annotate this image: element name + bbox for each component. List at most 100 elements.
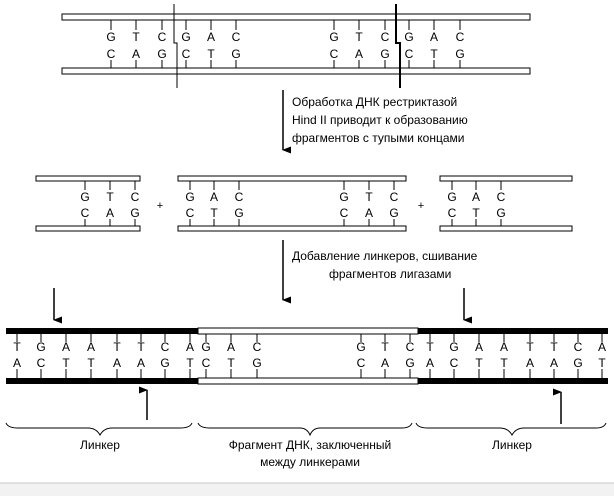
fragment-left-bottom-base-2: G: [252, 356, 261, 370]
frag2a-bottom-base-2: G: [234, 206, 243, 220]
linker-left-top-strand: [6, 328, 198, 334]
frag1-top-strand: [35, 175, 141, 182]
frag1-bottom-base-2: G: [130, 206, 139, 220]
row1-site1-top-base-5: C: [232, 30, 241, 44]
bottom-panel: [0, 483, 614, 496]
linker2-top-base-6: C: [574, 340, 583, 354]
frag1-top-base-1: T: [106, 190, 114, 204]
linker1-top-base-3: A: [87, 340, 95, 354]
step2-caption-line2: фрагментов лигазами: [329, 267, 452, 281]
row1-site1-top-base-2: C: [158, 30, 167, 44]
plus-sign-2: +: [418, 200, 424, 212]
linker1-top-base-6: C: [161, 340, 170, 354]
linker2-top-base-3: A: [500, 340, 508, 354]
frag1-top-base-0: G: [80, 190, 89, 204]
frag3-top-base-0: G: [447, 190, 456, 204]
row1-site2-top-base-3: G: [404, 30, 413, 44]
frag2-top-strand: [177, 175, 407, 182]
linker2-bottom-base-1: C: [450, 356, 459, 370]
frag2b-top-base-0: G: [339, 190, 348, 204]
row1-site2-top-base-1: T: [355, 30, 363, 44]
row1-site1-bottom-base-2: G: [157, 47, 166, 61]
fragment-left-bottom-base-1: T: [227, 356, 235, 370]
step1-caption: Обработка ДНК рестриктазой Hind II приво…: [292, 93, 468, 147]
frag3-top-base-2: C: [497, 190, 506, 204]
frag3-bottom-strand: [439, 225, 573, 232]
row1-site2-bottom-base-5: G: [455, 47, 464, 61]
frag2a-bottom-base-1: T: [210, 206, 218, 220]
row1-site1-top-base-3: G: [181, 30, 190, 44]
linker1-bottom-base-7: T: [186, 356, 194, 370]
row1-top-strand: [61, 13, 531, 21]
linker2-bottom-base-0: A: [426, 356, 434, 370]
frag2b-bottom-base-1: A: [365, 206, 373, 220]
row1-site2-top-base-0: G: [329, 30, 338, 44]
step2-caption: Добавление линкеров, сшивание фрагментов…: [292, 247, 477, 283]
label-linker-right-text: Линкер: [492, 438, 532, 452]
row1-site2-top-base-4: A: [430, 30, 438, 44]
fragment-right-bottom-base-0: C: [357, 356, 366, 370]
frag3-bottom-base-0: C: [448, 206, 457, 220]
row1-site2-bottom-base-2: G: [380, 47, 389, 61]
row1-base-ticks: [110, 20, 461, 68]
fragment-left-top-base-0: G: [201, 340, 210, 354]
fragment-top-strand: [197, 327, 419, 335]
step2-caption-line1: Добавление линкеров, сшивание: [292, 249, 478, 263]
linker2-bottom-base-4: A: [526, 356, 534, 370]
row1-site1-bottom-base-4: T: [207, 47, 215, 61]
row1-site1-bottom-base-1: A: [132, 47, 140, 61]
row2-base-ticks: [84, 181, 502, 226]
label-linker-right: Линкер: [452, 437, 572, 454]
label-fragment-line2: между линкерами: [260, 455, 360, 469]
linker2-top-base-1: G: [449, 340, 458, 354]
label-linker-left: Линкер: [40, 437, 160, 454]
row1-site2-bottom-base-0: C: [330, 47, 339, 61]
linker2-top-base-7: A: [598, 340, 606, 354]
row1-cut-line-2: [395, 4, 401, 88]
linker2-top-base-0: T: [426, 340, 434, 354]
linker-left-bottom-strand: [6, 378, 198, 384]
linker2-bottom-base-7: T: [598, 356, 606, 370]
row1-site2-top-base-5: C: [456, 30, 465, 44]
fragment-right-bottom-base-1: A: [381, 356, 389, 370]
row3-base-ticks: [16, 334, 603, 378]
row1-site1-bottom-base-0: C: [107, 47, 116, 61]
frag3-top-base-1: A: [472, 190, 480, 204]
fragment-right-top-base-1: T: [381, 340, 389, 354]
row1-site1-bottom-base-5: G: [231, 47, 240, 61]
frag2a-bottom-base-0: C: [186, 206, 195, 220]
linker2-bottom-base-5: A: [550, 356, 558, 370]
row1-site2-bottom-base-4: T: [430, 47, 438, 61]
row1-site1-top-base-1: T: [132, 30, 140, 44]
frag2b-bottom-base-2: G: [389, 206, 398, 220]
plus-sign-1: +: [157, 200, 163, 212]
frag1-bottom-base-1: A: [106, 206, 114, 220]
linker1-top-base-5: T: [137, 340, 145, 354]
linker-right-top-strand: [418, 328, 608, 334]
frag1-top-base-2: C: [131, 190, 140, 204]
linker1-bottom-base-6: G: [160, 356, 169, 370]
label-fragment-line1: Фрагмент ДНК, заключенный: [228, 438, 392, 452]
linker1-bottom-base-3: T: [87, 356, 95, 370]
frag2a-top-base-2: C: [235, 190, 244, 204]
linker1-top-base-0: T: [13, 340, 21, 354]
frag3-bottom-base-1: T: [472, 206, 480, 220]
frag2-bottom-strand: [177, 225, 407, 232]
frag3-bottom-base-2: G: [496, 206, 505, 220]
frag2b-top-base-1: T: [365, 190, 373, 204]
row1-site2-bottom-base-3: C: [405, 47, 414, 61]
row1-cut-line-1: [173, 4, 178, 88]
step1-caption-line3: фрагментов с тупыми концами: [292, 131, 465, 145]
fragment-left-bottom-base-0: C: [202, 356, 211, 370]
linker1-bottom-base-1: C: [37, 356, 46, 370]
row1-site2-bottom-base-1: A: [355, 47, 363, 61]
frag2b-top-base-2: C: [390, 190, 399, 204]
fragment-left-top-base-2: C: [253, 340, 262, 354]
linker1-top-base-2: A: [62, 340, 70, 354]
